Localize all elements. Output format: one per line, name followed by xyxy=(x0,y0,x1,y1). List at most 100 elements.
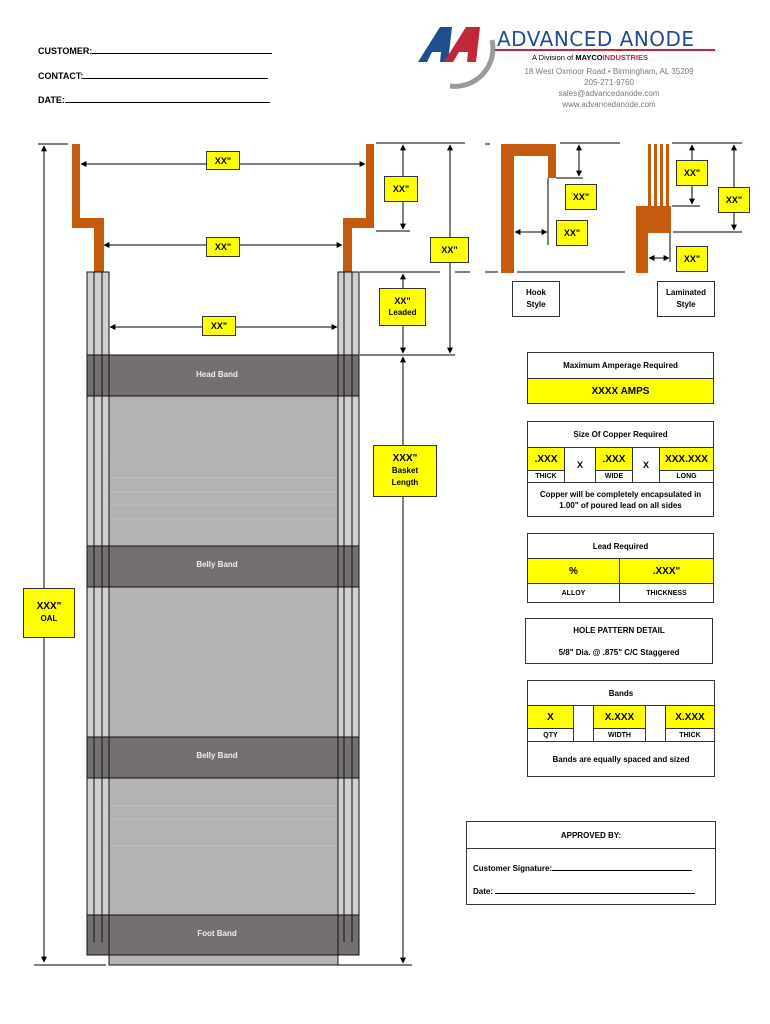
copper-note: Copper will be completely encapsulated i… xyxy=(528,482,713,516)
copper-long-label: LONG xyxy=(660,470,713,482)
oal-box[interactable]: XXX" OAL xyxy=(23,588,75,638)
basket-length-label-2: Length xyxy=(391,478,419,487)
signature-label: Customer Signature: xyxy=(473,864,553,873)
date-label: DATE: xyxy=(38,95,65,105)
copper-wide-label: WIDE xyxy=(596,470,633,482)
laminated-style-drawing xyxy=(636,142,742,273)
laminated-upper-label[interactable]: XX" xyxy=(676,160,708,186)
leaded-label: Leaded xyxy=(388,308,417,317)
customer-label: CUSTOMER: xyxy=(38,46,93,56)
bands-qty-value[interactable]: X xyxy=(528,706,574,728)
basket-body xyxy=(108,395,339,966)
company-name: ADVANCED ANODE xyxy=(497,27,695,51)
hook-style-label-1: Hook xyxy=(526,288,546,297)
hole-pattern-panel: HOLE PATTERN DETAIL 5/8" Dia. @ .875" C/… xyxy=(525,618,713,664)
copper-thick-value[interactable]: .XXX xyxy=(528,448,565,470)
division-suffix: INDUSTRIES xyxy=(602,53,649,62)
basket-length-label-1: Basket xyxy=(391,466,419,475)
belly-band-1-label: Belly Band xyxy=(196,560,238,569)
customer-field[interactable]: CUSTOMER: xyxy=(38,45,273,56)
inner-width-label[interactable]: XX" xyxy=(202,316,236,336)
head-band-label: Head Band xyxy=(196,370,238,379)
laminated-total-label[interactable]: XX" xyxy=(718,187,750,213)
bands-width-value[interactable]: X.XXX xyxy=(594,706,646,728)
company-division: A Division of MAYCOINDUSTRIES xyxy=(532,53,648,62)
bands-panel: Bands X QTY X.XXX WIDTH X.XXX THICK Band… xyxy=(527,680,715,777)
bands-spacer-1 xyxy=(574,706,594,741)
lead-thickness-label: THICKNESS xyxy=(620,583,713,602)
laminated-style-label-1: Laminated xyxy=(665,288,706,297)
leaded-label-box[interactable]: XX" Leaded xyxy=(379,288,426,326)
oal-value: XXX" xyxy=(36,601,62,612)
mid-width-label[interactable]: XX" xyxy=(206,237,240,257)
date-field[interactable]: DATE: xyxy=(38,94,270,105)
head-band xyxy=(86,354,360,397)
approval-title: APPROVED BY: xyxy=(467,822,715,849)
copper-times-2: X xyxy=(633,448,660,482)
lead-panel: Lead Required % .XXX" ALLOY THICKNESS xyxy=(527,533,714,603)
approval-panel: APPROVED BY: Customer Signature: Date: xyxy=(466,821,716,905)
hook-style-label-2: Style xyxy=(526,300,546,309)
contact-line[interactable] xyxy=(83,70,269,79)
basket-length-box[interactable]: XXX" Basket Length xyxy=(373,445,437,497)
lead-alloy-label: ALLOY xyxy=(528,583,620,602)
signature-field[interactable]: Customer Signature: xyxy=(473,862,693,873)
hook-style-box: Hook Style xyxy=(512,281,560,317)
bands-spacer-2 xyxy=(646,706,666,741)
date-line[interactable] xyxy=(64,94,270,103)
customer-line[interactable] xyxy=(92,45,273,54)
hook-height-label[interactable]: XX" xyxy=(565,184,597,210)
rail-overlay xyxy=(93,355,353,965)
logo-underline xyxy=(495,49,715,51)
approval-date-line[interactable] xyxy=(495,885,696,894)
company-website[interactable]: www.advancedanode.com xyxy=(562,100,656,109)
leaded-value: XX" xyxy=(394,296,411,306)
amperage-title: Maximum Amperage Required xyxy=(563,361,678,370)
belly-band-1 xyxy=(86,545,360,588)
approval-date-label: Date: xyxy=(473,887,494,896)
foot-band-label: Foot Band xyxy=(197,929,237,938)
contact-field[interactable]: CONTACT: xyxy=(38,70,269,81)
hook-style-drawing xyxy=(485,142,625,273)
right-hanger xyxy=(343,144,374,272)
hanger-upper-label[interactable]: XX" xyxy=(384,176,418,202)
laminated-style-label-2: Style xyxy=(676,300,696,309)
bands xyxy=(86,354,360,956)
division-brand: MAYCO xyxy=(575,53,603,62)
foot-band xyxy=(86,914,360,956)
company-address: 18 West Oxmoor Road • Birmingham, AL 352… xyxy=(524,67,694,76)
lead-title: Lead Required xyxy=(528,534,713,559)
laminated-style-box: Laminated Style xyxy=(657,281,715,317)
top-width-label[interactable]: XX" xyxy=(206,151,240,170)
signature-line[interactable] xyxy=(552,862,693,871)
company-email[interactable]: sales@advancedanode.com xyxy=(558,89,660,98)
belly-band-2 xyxy=(86,736,360,779)
belly-band-2-label: Belly Band xyxy=(196,751,238,760)
approval-date-field[interactable]: Date: xyxy=(473,885,696,896)
left-hanger xyxy=(72,144,104,272)
copper-times-1: X xyxy=(565,448,596,482)
hook-width-label[interactable]: XX" xyxy=(556,220,588,246)
contact-label: CONTACT: xyxy=(38,71,84,81)
amperage-value[interactable]: XXXX AMPS xyxy=(528,378,713,403)
copper-wide-value[interactable]: .XXX xyxy=(596,448,633,470)
bands-qty-label: QTY xyxy=(528,728,574,741)
bands-width-label: WIDTH xyxy=(594,728,646,741)
lead-alloy-value[interactable]: % xyxy=(528,559,620,583)
laminated-width-label[interactable]: XX" xyxy=(676,246,708,272)
bands-thick-value[interactable]: X.XXX xyxy=(666,706,714,728)
bands-title: Bands xyxy=(528,681,714,706)
lead-thickness-value[interactable]: .XXX" xyxy=(620,559,713,583)
copper-note-line-2: 1.00" of poured lead on all sides xyxy=(559,500,682,510)
division-prefix: A Division of xyxy=(532,53,576,62)
body-lines xyxy=(110,463,336,847)
bands-note: Bands are equally spaced and sized xyxy=(528,741,714,776)
hanger-total-label[interactable]: XX" xyxy=(430,237,469,263)
hole-pattern-detail[interactable]: 5/8" Dia. @ .875" C/C Staggered xyxy=(558,647,680,657)
copper-panel: Size Of Copper Required .XXX THICK X .XX… xyxy=(527,421,714,517)
copper-title: Size Of Copper Required xyxy=(528,422,713,448)
bands-thick-label: THICK xyxy=(666,728,714,741)
hole-pattern-title: HOLE PATTERN DETAIL xyxy=(573,625,665,635)
copper-long-value[interactable]: XXX.XXX xyxy=(660,448,713,470)
